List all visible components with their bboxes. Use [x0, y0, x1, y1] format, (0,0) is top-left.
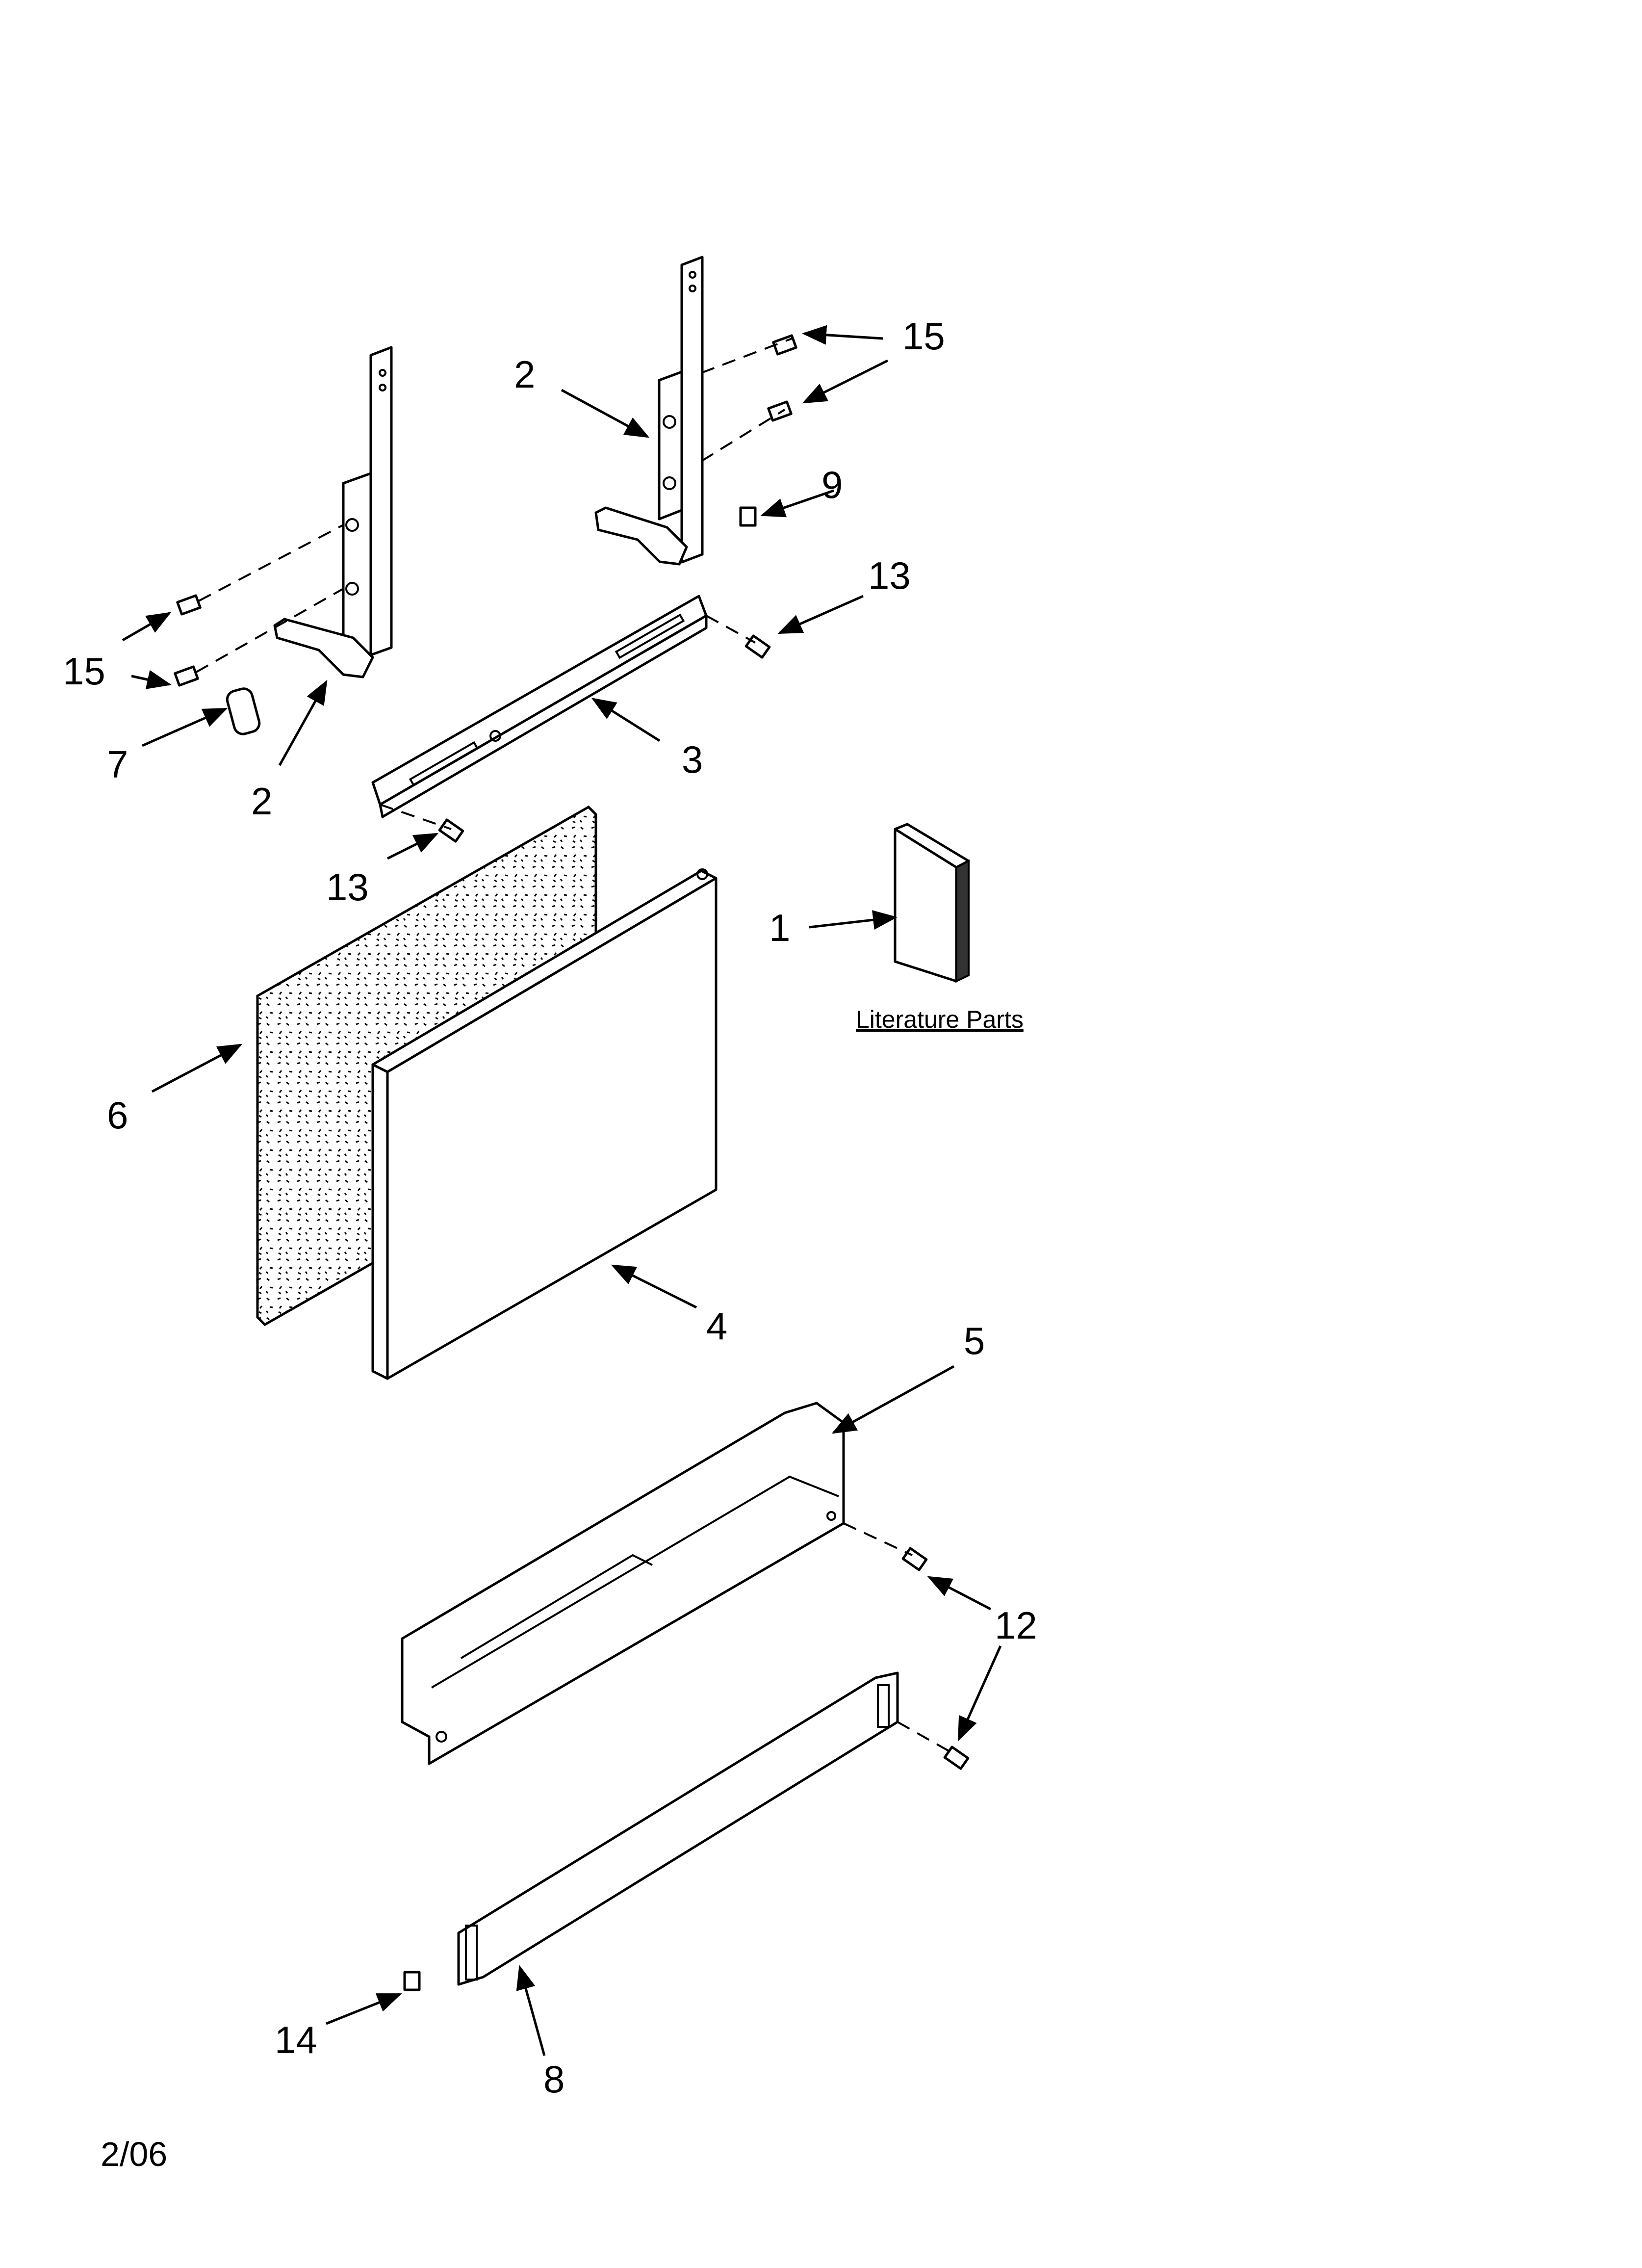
screw-15d-icon — [174, 665, 199, 687]
callout-3: 3 — [682, 738, 703, 781]
screw-13b-icon — [438, 818, 464, 843]
callout-5: 5 — [964, 1319, 985, 1362]
screw-15c-icon — [176, 594, 202, 616]
callout-8: 8 — [543, 2058, 564, 2101]
callout-9: 9 — [821, 463, 843, 506]
clip-9-icon — [739, 506, 757, 527]
door-panel — [371, 868, 718, 1380]
screw-15a-icon — [772, 334, 797, 356]
clip-14-icon — [403, 1971, 421, 1991]
callout-15: 15 — [63, 650, 105, 693]
callout-13: 13 — [868, 554, 911, 597]
hinge-bracket-right — [594, 256, 704, 566]
hinge-bracket-left — [273, 346, 393, 678]
callout-13: 13 — [326, 865, 369, 909]
callout-14: 14 — [275, 2018, 317, 2061]
literature-parts-label: Literature Parts — [856, 1006, 1024, 1033]
toe-panel-bracket — [401, 1402, 845, 1765]
callout-4: 4 — [706, 1304, 727, 1348]
callout-1: 1 — [769, 906, 790, 949]
screw-12b-icon — [943, 1746, 970, 1770]
leader-arrows — [122, 325, 1002, 2056]
callout-12: 12 — [995, 1604, 1037, 1647]
date-code: 2/06 — [101, 2135, 167, 2173]
mounting-rail — [371, 595, 708, 818]
callout-6: 6 — [107, 1094, 128, 1137]
assembly-lines — [196, 338, 954, 1755]
callout-15: 15 — [902, 314, 945, 358]
callout-2: 2 — [514, 353, 535, 396]
literature-book — [894, 823, 970, 983]
bumper-7-icon — [226, 687, 261, 735]
callout-7: 7 — [107, 743, 128, 786]
screw-15b-icon — [767, 400, 793, 422]
kick-plate — [457, 1671, 899, 1986]
callout-2: 2 — [251, 780, 272, 823]
